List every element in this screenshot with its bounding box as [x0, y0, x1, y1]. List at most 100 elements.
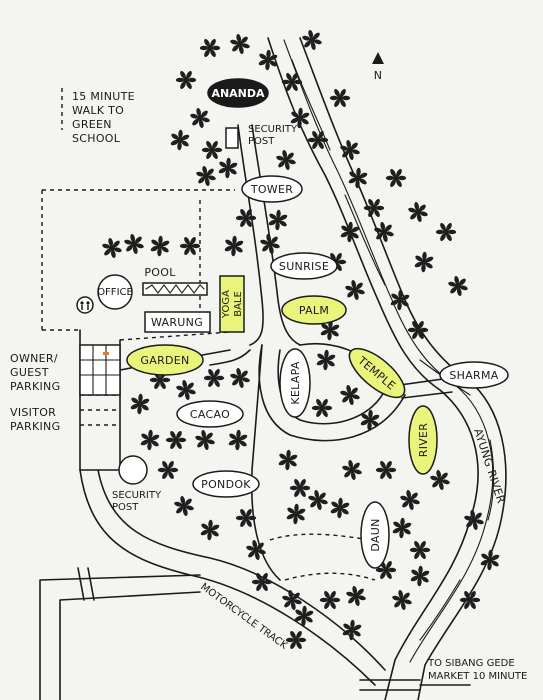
tree-icon [228, 429, 248, 451]
tree-icon [392, 517, 412, 539]
tree-icon [281, 73, 303, 91]
tree-icon [392, 589, 412, 611]
tree-icon [410, 565, 430, 587]
security-post-bottom: SECURITY POST [112, 455, 162, 513]
tree-icon [385, 169, 407, 187]
tree-icon [340, 221, 360, 243]
yoga-bale-line2: BALE [233, 291, 244, 317]
place-sunrise[interactable]: SUNRISE [270, 252, 338, 280]
place-garden[interactable]: GARDEN [126, 344, 204, 376]
tree-icon [258, 49, 278, 71]
tree-icon [200, 519, 220, 541]
security-post-top-line1: SECURITY [248, 124, 298, 135]
tower-label: TOWER [250, 183, 293, 196]
owner-parking-line3: PARKING [10, 380, 60, 393]
tree-icon [363, 199, 385, 217]
place-river-villa[interactable]: RIVER [408, 405, 438, 475]
sibang-line1: TO SIBANG GEDE [427, 658, 515, 669]
visitor-parking-line2: PARKING [10, 420, 60, 433]
tree-icon [316, 349, 336, 371]
place-yoga-bale[interactable]: YOGA BALE [219, 275, 245, 333]
tree-icon [400, 489, 420, 511]
place-pool[interactable]: POOL [142, 266, 208, 296]
cacao-label: CACAO [190, 408, 230, 421]
tree-icon [320, 319, 340, 341]
place-warung[interactable]: WARUNG [144, 311, 211, 333]
green-school-line4: SCHOOL [72, 132, 121, 145]
tree-cluster [102, 29, 500, 650]
tree-icon [348, 167, 368, 189]
tree-icon [199, 38, 221, 58]
tree-icon [290, 107, 310, 129]
place-daun[interactable]: DAUN [360, 501, 390, 569]
roads [39, 124, 471, 700]
tree-icon [130, 393, 150, 415]
tree-icon [190, 107, 210, 129]
tree-icon [307, 131, 329, 149]
tree-icon [150, 235, 170, 257]
tree-icon [102, 237, 122, 259]
place-ananda[interactable]: ANANDA [207, 78, 269, 108]
green-school-line1: 15 MINUTE [72, 90, 135, 103]
tree-icon [230, 33, 250, 55]
security-post-top: SECURITY POST [225, 124, 298, 149]
tree-icon [319, 590, 341, 610]
place-pondok[interactable]: PONDOK [192, 470, 260, 498]
green-school-line2: WALK TO [72, 104, 124, 117]
owner-parking-line1: OWNER/ [10, 352, 58, 365]
sibang-note: TO SIBANG GEDE MARKET 10 MINUTE [427, 658, 527, 682]
tree-icon [140, 429, 160, 451]
tree-icon [329, 89, 351, 107]
place-cacao[interactable]: CACAO [176, 400, 244, 428]
tree-icon [375, 460, 397, 480]
tree-icon [390, 289, 410, 311]
tree-icon [459, 590, 481, 610]
place-sharma[interactable]: SHARMA [439, 361, 509, 389]
tree-icon [278, 449, 298, 471]
daun-label: DAUN [369, 518, 382, 551]
sharma-label: SHARMA [449, 369, 498, 382]
tree-icon [294, 605, 314, 627]
owner-parking-stalls [79, 344, 121, 396]
tree-icon [409, 540, 431, 560]
tree-icon [201, 140, 223, 160]
tree-icon [246, 539, 266, 561]
kelapa-label: KELAPA [289, 361, 302, 404]
toilet-icon [76, 296, 94, 314]
green-school-line3: GREEN [72, 118, 112, 131]
tree-icon [268, 209, 288, 231]
palm-label: PALM [299, 304, 329, 317]
tree-icon [203, 368, 225, 388]
tree-icon [414, 251, 434, 273]
tree-icon [289, 478, 311, 498]
tree-icon [375, 560, 397, 580]
warung-label: WARUNG [151, 316, 203, 329]
tree-icon [286, 503, 306, 525]
tree-icon [170, 129, 190, 151]
north-arrow-icon: N [372, 52, 384, 82]
tree-icon [124, 233, 144, 255]
place-palm[interactable]: PALM [281, 295, 347, 325]
place-kelapa[interactable]: KELAPA [279, 348, 311, 418]
pool-label: POOL [144, 266, 176, 279]
tree-icon [464, 509, 484, 531]
place-office[interactable]: OFFICE [97, 274, 133, 310]
river-villa-label: RIVER [417, 423, 430, 458]
tree-icon [408, 201, 428, 223]
green-school-note: 15 MINUTE WALK TO GREEN SCHOOL [72, 90, 135, 145]
place-temple[interactable]: TEMPLE [342, 340, 412, 405]
tree-icon [174, 495, 194, 517]
sunrise-label: SUNRISE [279, 260, 329, 273]
tree-icon [165, 430, 187, 450]
garden-label: GARDEN [140, 354, 189, 367]
owner-parking-line2: GUEST [10, 366, 49, 379]
visitor-parking-note: VISITOR PARKING [10, 406, 60, 433]
north-label: N [374, 69, 383, 82]
tree-icon [330, 497, 350, 519]
owner-parking-note: OWNER/ GUEST PARKING [10, 352, 60, 393]
yoga-bale-line1: YOGA [221, 290, 232, 319]
tree-icon [157, 460, 179, 480]
tree-icon [276, 149, 296, 171]
place-tower[interactable]: TOWER [241, 175, 303, 203]
